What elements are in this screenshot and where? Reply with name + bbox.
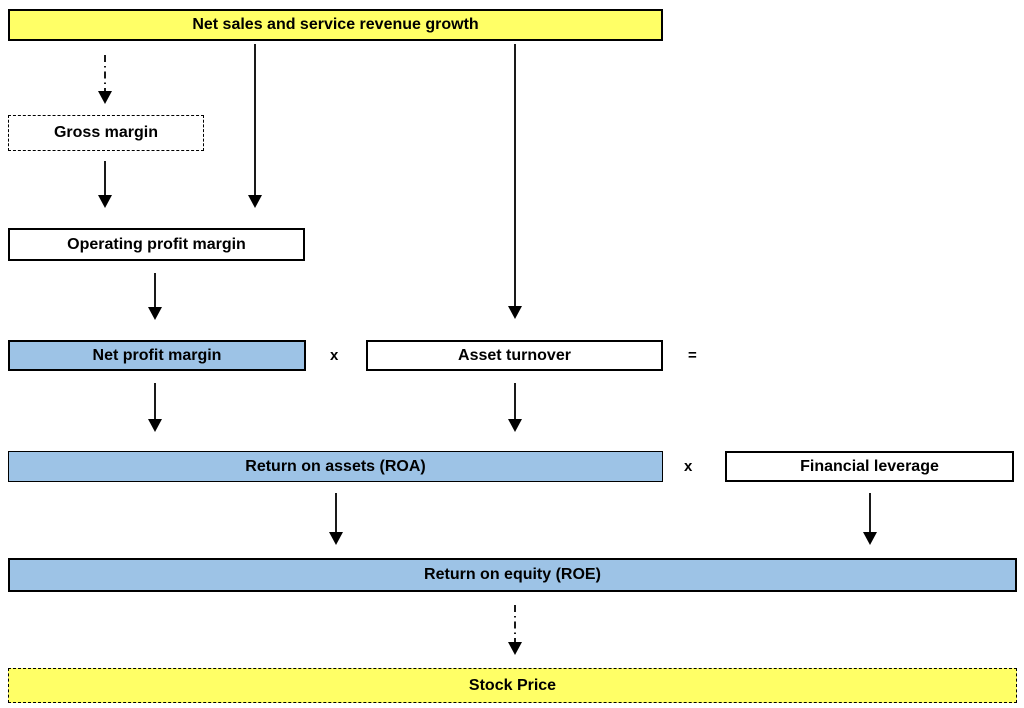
box-operating-profit-margin: Operating profit margin xyxy=(8,228,305,261)
box-asset-turnover: Asset turnover xyxy=(366,340,663,371)
box-net-sales-revenue-growth: Net sales and service revenue growth xyxy=(8,9,663,41)
multiply-operator-net-profit-x-asset-turnover: x xyxy=(330,347,339,364)
arrow-finleverage-to-roe xyxy=(863,493,877,545)
arrow-roa-to-roe xyxy=(329,493,343,545)
multiply-operator-roa-x-financial-leverage: x xyxy=(684,458,693,475)
box-stock-price: Stock Price xyxy=(8,668,1017,703)
equals-operator-roa: = xyxy=(688,347,697,364)
arrow-netprofit-to-roa xyxy=(148,383,162,432)
box-gross-margin: Gross margin xyxy=(8,115,204,151)
arrow-operating-to-netprofit xyxy=(148,273,162,320)
arrow-dashed-netsales-to-grossmargin xyxy=(98,55,112,104)
box-return-on-assets: Return on assets (ROA) xyxy=(8,451,663,482)
arrow-netsales-to-operating xyxy=(248,44,262,208)
arrow-dashed-roe-to-stockprice xyxy=(508,605,522,655)
box-financial-leverage: Financial leverage xyxy=(725,451,1014,482)
box-net-profit-margin: Net profit margin xyxy=(8,340,306,371)
arrow-netsales-to-assetturnover xyxy=(508,44,522,319)
arrow-grossmargin-to-operating xyxy=(98,161,112,208)
box-return-on-equity: Return on equity (ROE) xyxy=(8,558,1017,592)
arrow-assetturnover-to-roa xyxy=(508,383,522,432)
